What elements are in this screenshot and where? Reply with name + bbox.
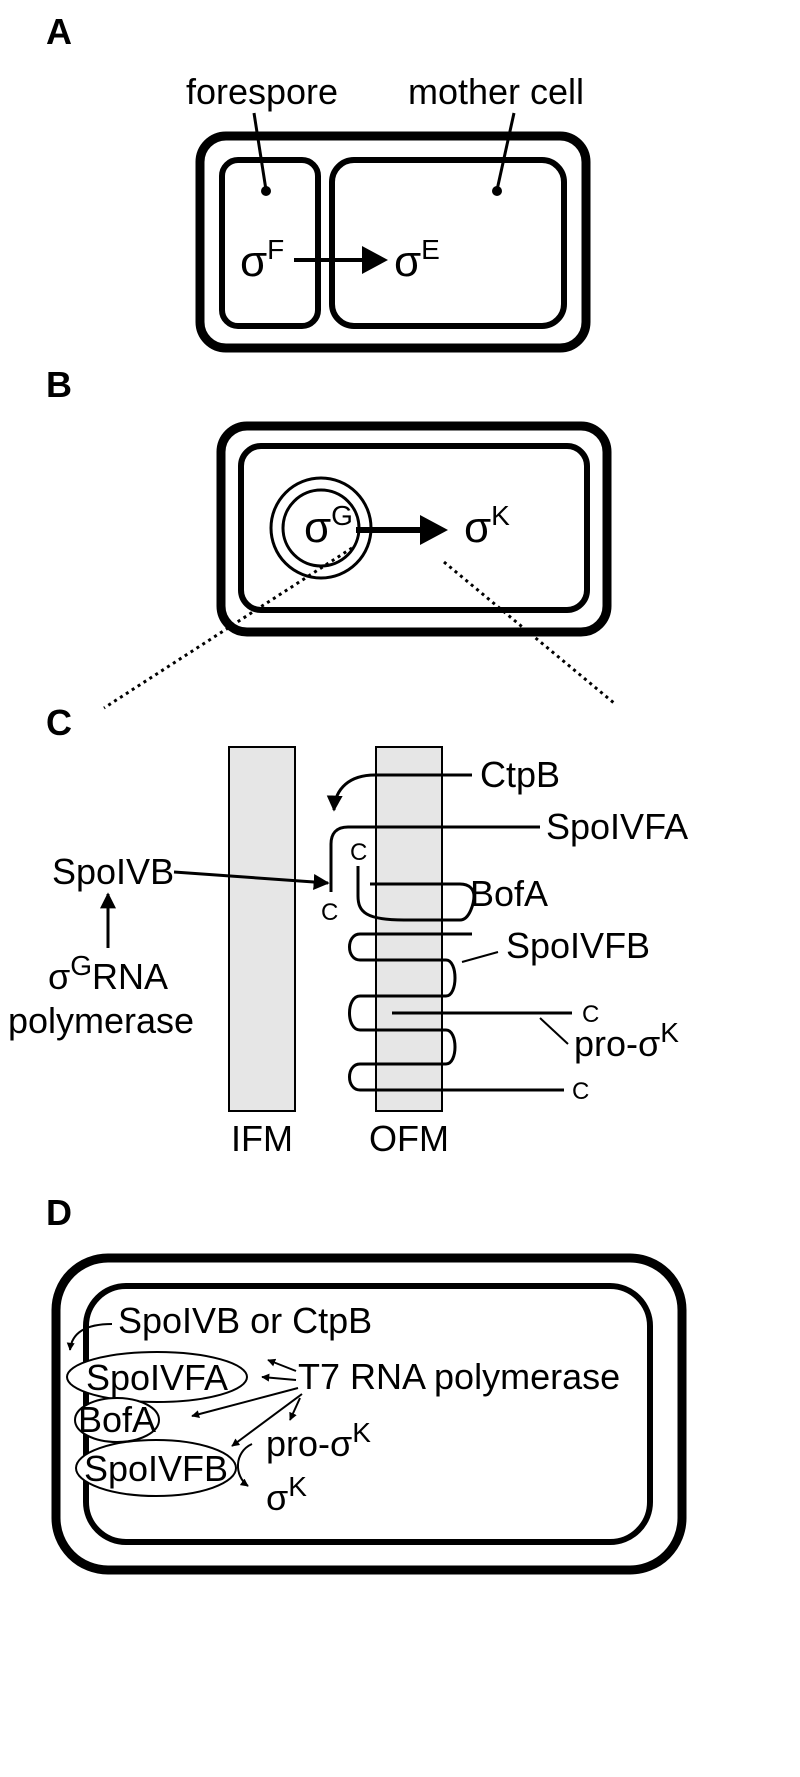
spoivfb-protein xyxy=(348,932,564,1092)
panel-c: C IFM OFM CtpB SpoIVFA C SpoIVB σGRNA po… xyxy=(8,702,688,1159)
mother-cell-compartment xyxy=(329,157,567,329)
panel-d-label: D xyxy=(46,1192,72,1233)
panel-a: A forespore mother cell σF σE xyxy=(46,11,591,353)
pro-sigma-k-label: pro-σK xyxy=(266,1417,371,1464)
spoivb-or-ctpb-arrow xyxy=(66,1323,113,1351)
bofa-label: BofA xyxy=(470,873,548,914)
spoivfa-protein xyxy=(329,825,540,892)
ifm-label: IFM xyxy=(231,1118,293,1159)
sigma-f-to-e-arrow xyxy=(294,246,388,274)
outer-forespore-membrane xyxy=(375,746,443,1112)
spoivfb-leader-line xyxy=(461,951,499,963)
forespore-leader-line xyxy=(252,112,268,191)
pro-sigma-k-leader-line xyxy=(539,1017,569,1045)
t7-rnap-label: T7 RNA polymerase xyxy=(298,1356,620,1397)
sigma-g-to-k-arrow xyxy=(356,515,448,545)
bofa-ellipse xyxy=(74,1397,160,1443)
ctpb-arrow xyxy=(326,773,472,812)
panel-b: B σG σK xyxy=(46,364,615,710)
mother-cell-compartment xyxy=(238,443,590,613)
forespore-compartment xyxy=(219,157,321,329)
spoivfb-ellipse xyxy=(75,1439,237,1497)
spoivfb-label: SpoIVFB xyxy=(84,1448,228,1489)
panel-b-label: B xyxy=(46,364,72,405)
pro-sigma-k-processing-arrow xyxy=(237,1443,253,1487)
mother-cell-label: mother cell xyxy=(408,71,584,112)
spoivfa-label: SpoIVFA xyxy=(86,1357,228,1398)
sigma-g-rnap-label: σGRNA xyxy=(48,950,168,997)
sigma-f-label: σF xyxy=(240,234,284,286)
sigma-k-label: σK xyxy=(464,500,510,552)
bofa-protein xyxy=(356,866,476,922)
panel-c-label: C xyxy=(46,702,72,743)
bofa-c-terminus: C xyxy=(350,839,367,866)
spoivfa-c-terminus: C xyxy=(321,899,338,926)
cell-outer-wall xyxy=(216,421,612,637)
inner-forespore-membrane xyxy=(228,746,296,1112)
t7-to-bofa-arrow xyxy=(191,1387,299,1419)
spoivb-to-spoivfa-arrow xyxy=(173,870,330,890)
zoom-guide-left xyxy=(103,546,353,710)
t7-to-spoivfb-arrow xyxy=(231,1393,303,1447)
cell-outer-wall xyxy=(195,131,591,353)
ofm-label: OFM xyxy=(369,1118,449,1159)
t7-to-spoivb-arrow xyxy=(267,1358,297,1372)
sigma-k-label: σK xyxy=(266,1471,307,1518)
mother-cell-pointer-dot xyxy=(492,186,502,196)
zoom-guide-right xyxy=(443,560,615,705)
forespore-label: forespore xyxy=(186,71,338,112)
panel-d: D SpoIVB or CtpB SpoIVFA T7 RNA polymera… xyxy=(46,1192,687,1575)
bofa-label: BofA xyxy=(78,1399,156,1440)
spoivb-or-ctpb-label: SpoIVB or CtpB xyxy=(118,1300,372,1341)
sigma-g-label: σG xyxy=(304,500,353,552)
spoivb-label: SpoIVB xyxy=(52,851,174,892)
pro-sigma-k-c-terminus: C xyxy=(582,1001,599,1028)
pro-sigma-k-label: pro-σK xyxy=(574,1017,679,1064)
forespore-pointer-dot xyxy=(261,186,271,196)
spoivfb-c-terminus: C xyxy=(572,1078,589,1105)
ctpb-label: CtpB xyxy=(480,754,560,795)
cell-outer-wall xyxy=(51,1253,687,1575)
panel-a-label: A xyxy=(46,11,72,52)
spoivfa-label: SpoIVFA xyxy=(546,806,688,847)
t7-to-pro-sigma-k-arrow xyxy=(289,1397,301,1421)
mother-cell-leader-line xyxy=(495,112,516,191)
t7-to-spoivfa-arrow xyxy=(261,1373,297,1382)
polymerase-label: polymerase xyxy=(8,1000,194,1041)
sigma-e-label: σE xyxy=(394,234,440,286)
spoivfb-label: SpoIVFB xyxy=(506,925,650,966)
spoivfa-ellipse xyxy=(66,1351,248,1403)
